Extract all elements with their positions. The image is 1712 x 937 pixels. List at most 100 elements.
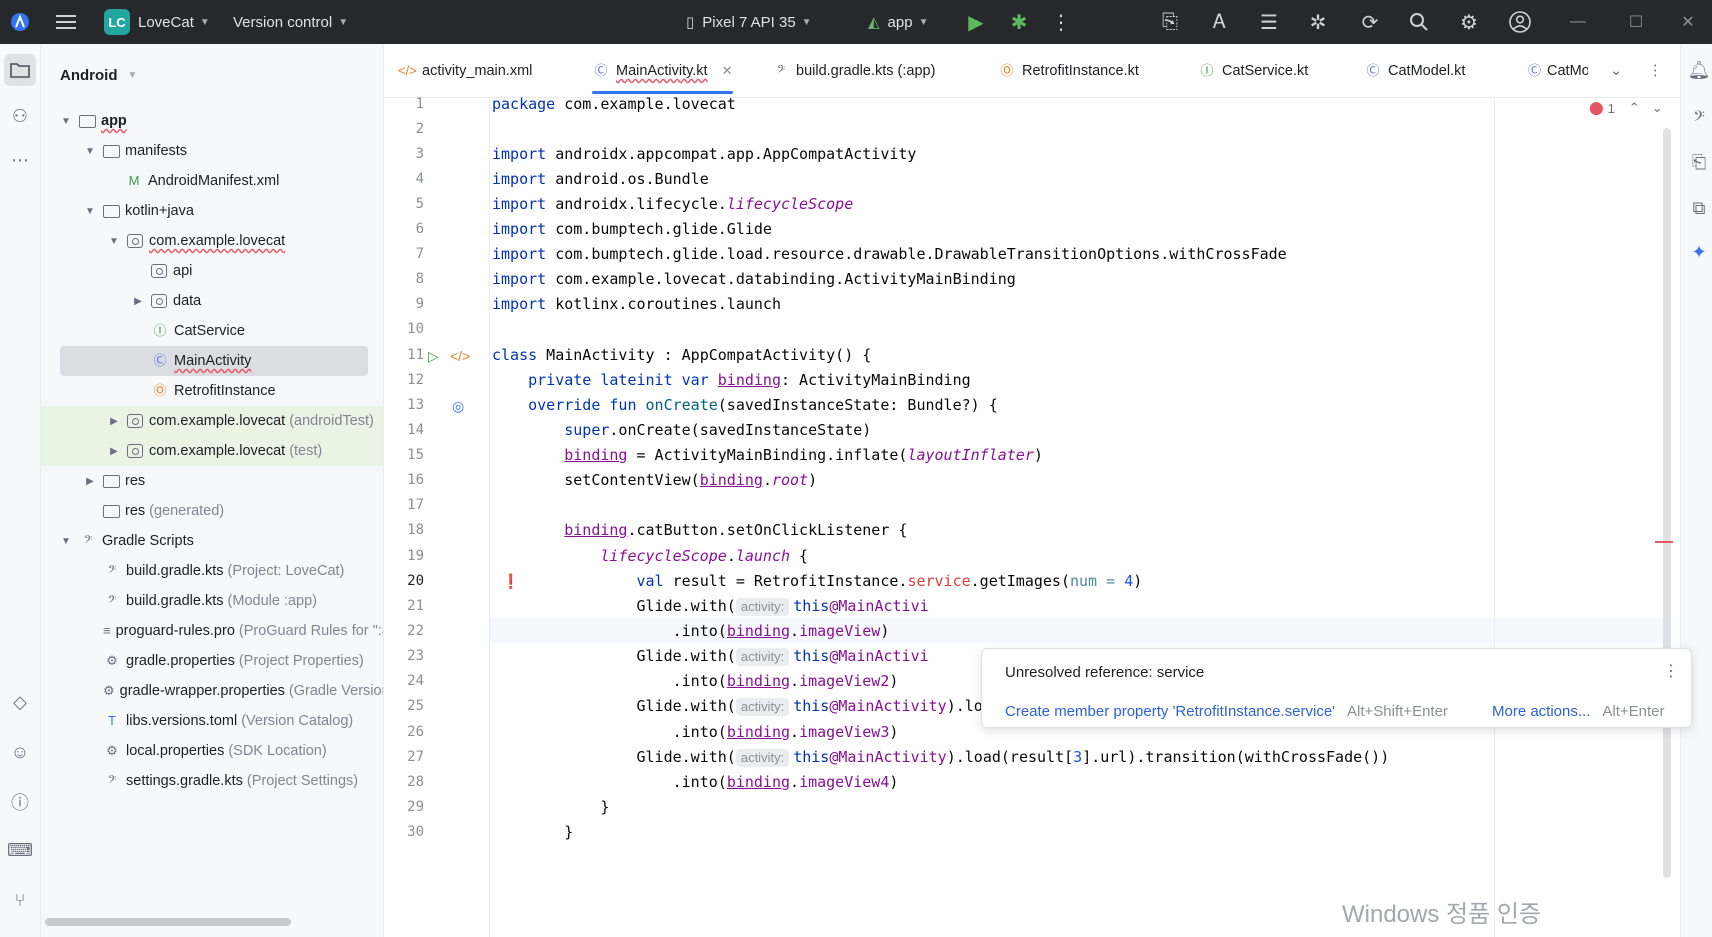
tree-item-res[interactable]: ▶ res — [41, 466, 383, 496]
tree-item-catservice[interactable]: Ⓘ CatService — [41, 316, 383, 346]
chevron-down-icon[interactable]: ▼ — [109, 235, 119, 247]
run-config-selector[interactable]: ◭ app ▼ — [868, 0, 928, 44]
bug-icon[interactable]: ✲ — [1309, 11, 1327, 34]
tree-item-build-gradle-module[interactable]: 𝄢 build.gradle.kts (Module :app) — [41, 586, 383, 616]
xml-layout-gutter-icon[interactable]: </> — [450, 348, 471, 364]
action-shortcut: Alt+Shift+Enter — [1347, 703, 1448, 720]
gradle-icon[interactable]: 𝄢 — [1693, 107, 1705, 128]
gemini-gem-icon[interactable]: ◇ — [13, 691, 27, 712]
chevron-down-icon[interactable]: ▼ — [61, 115, 71, 127]
chevron-down-icon[interactable]: ▼ — [85, 205, 95, 217]
left-tool-strip: ⚇ ⋯ ◇ ☺ ⓘ ⌨ ⑂ — [0, 44, 41, 937]
chevron-right-icon[interactable]: ▶ — [134, 295, 142, 307]
unresolved-reference[interactable]: service — [907, 572, 971, 590]
tree-item-androidmanifest[interactable]: M AndroidManifest.xml — [41, 166, 383, 196]
tree-item-res-generated[interactable]: res (generated) — [41, 496, 383, 526]
tab-mainactivity-kt[interactable]: Ⓒ MainActivity.kt ✕ — [592, 44, 733, 98]
vcs-menu[interactable]: Version control ▼ — [233, 0, 348, 44]
chevron-down-icon[interactable]: ⌄ — [1651, 100, 1663, 115]
account-icon[interactable] — [1506, 8, 1534, 36]
error-bulb-icon[interactable]: ❗ — [502, 573, 520, 589]
chevron-right-icon[interactable]: ▶ — [86, 475, 94, 487]
debug-icon[interactable]: ✱ — [1010, 11, 1028, 34]
more-tools-icon[interactable]: ⋯ — [11, 149, 29, 170]
tree-item-proguard-rules[interactable]: ≡ proguard-rules.pro (ProGuard Rules for… — [41, 616, 383, 646]
settings-gear-icon[interactable]: ⚙ — [1460, 11, 1478, 34]
tree-item-package-androidtest[interactable]: ▶ com.example.lovecat (androidTest) — [41, 406, 383, 436]
create-member-property-action[interactable]: Create member property 'RetrofitInstance… — [1005, 703, 1448, 720]
code-editor[interactable]: 1 2 3 4 5 6 7 8 9 10 11 12 13 14 15 16 1… — [384, 95, 1680, 937]
translate-icon[interactable]: Ꭺ — [1213, 10, 1227, 33]
chevron-down-icon[interactable]: ▼ — [61, 535, 71, 547]
tree-item-api[interactable]: api — [41, 256, 383, 286]
popup-more-icon[interactable]: ⋮ — [1663, 663, 1679, 680]
tab-build-gradle-app[interactable]: 𝄢 build.gradle.kts (:app) — [772, 44, 936, 98]
tree-item-gradle-scripts[interactable]: ▼ 𝄢 Gradle Scripts — [41, 526, 383, 556]
error-indicator[interactable]: ⬤ 1 ⌃ ⌄ — [1589, 98, 1663, 118]
minimize-icon[interactable]: — — [1570, 13, 1586, 30]
tree-item-gradle-wrapper-properties[interactable]: ⚙ gradle-wrapper.properties (Gradle Vers… — [41, 676, 383, 706]
main-menu-icon[interactable] — [52, 8, 80, 36]
project-folder-icon[interactable] — [4, 54, 36, 86]
gradle-sync-icon[interactable]: ⟳ — [1361, 11, 1379, 34]
tree-item-data[interactable]: ▶ data — [41, 286, 383, 316]
problems-icon[interactable]: ⓘ — [11, 793, 29, 813]
code-token: .into( — [492, 773, 727, 791]
tree-item-package-main[interactable]: ▼ com.example.lovecat — [41, 226, 383, 256]
logcat-icon[interactable]: ☺ — [10, 741, 30, 762]
gradle-file-icon: 𝄢 — [107, 563, 117, 578]
chevron-right-icon[interactable]: ▶ — [110, 445, 118, 457]
maximize-icon[interactable]: ☐ — [1628, 14, 1644, 31]
tree-item-manifests[interactable]: ▼ manifests — [41, 136, 383, 166]
horizontal-scrollbar[interactable] — [45, 918, 291, 926]
run-gutter-icon[interactable]: ▷ — [428, 348, 439, 364]
tree-item-build-gradle-project[interactable]: 𝄢 build.gradle.kts (Project: LoveCat) — [41, 556, 383, 586]
tree-item-kotlin-java[interactable]: ▼ kotlin+java — [41, 196, 383, 226]
more-actions-link[interactable]: More actions...Alt+Enter — [1492, 703, 1665, 720]
close-icon[interactable]: ✕ — [721, 63, 733, 78]
kotlin-object-icon: Ⓞ — [153, 383, 167, 398]
more-actions-icon[interactable]: ⋮ — [1051, 11, 1071, 34]
tree-item-mainactivity[interactable]: Ⓒ MainActivity — [60, 346, 368, 376]
search-icon[interactable] — [1405, 8, 1433, 36]
tree-item-app[interactable]: ▼ app — [41, 106, 383, 136]
run-icon[interactable]: ▶ — [968, 11, 984, 34]
code-token — [492, 521, 564, 539]
device-file-icon[interactable]: ⎗ — [1691, 151, 1707, 172]
terminal-icon[interactable]: ⌨ — [7, 839, 33, 860]
code-token: ) — [880, 622, 890, 640]
project-panel: Android ▼ ▼ app ▼ manifests M AndroidMan… — [41, 44, 384, 937]
tab-retrofitinstance-kt[interactable]: Ⓞ RetrofitInstance.kt — [998, 44, 1138, 98]
tree-item-settings-gradle[interactable]: 𝄢 settings.gradle.kts (Project Settings) — [41, 766, 383, 796]
notifications-bell-icon[interactable]: 🔔︎ — [1687, 59, 1711, 80]
running-devices-icon[interactable]: ⧉ — [1692, 197, 1706, 218]
chevron-down-icon[interactable]: ▼ — [85, 145, 95, 157]
build-list-icon[interactable]: ☰ — [1260, 11, 1278, 34]
tab-catmo[interactable]: Ⓒ CatMo — [1528, 44, 1588, 98]
tab-activity-main-xml[interactable]: </> activity_main.xml — [398, 44, 532, 98]
tabs-more-icon[interactable]: ⋮ — [1648, 63, 1663, 79]
code-line: import android.os.Bundle — [492, 167, 709, 192]
device-selector[interactable]: ▯ Pixel 7 API 35 ▼ — [686, 0, 812, 44]
gemini-sparkle-icon[interactable]: ✦ — [1691, 241, 1707, 262]
android-studio-logo-icon[interactable] — [6, 8, 34, 36]
tab-catmodel-kt[interactable]: Ⓒ CatModel.kt — [1364, 44, 1465, 98]
tree-item-libs-versions[interactable]: T libs.versions.toml (Version Catalog) — [41, 706, 383, 736]
tab-catservice-kt[interactable]: Ⓘ CatService.kt — [1198, 44, 1308, 98]
tree-item-retrofitinstance[interactable]: Ⓞ RetrofitInstance — [41, 376, 383, 406]
project-view-selector[interactable]: Android ▼ — [41, 44, 383, 106]
device-manager-icon[interactable]: ⎘ — [1162, 10, 1178, 33]
tree-item-gradle-properties[interactable]: ⚙ gradle.properties (Project Properties) — [41, 646, 383, 676]
git-branch-icon[interactable]: ⑂ — [14, 889, 26, 910]
error-stripe-mark[interactable] — [1655, 541, 1673, 543]
resource-manager-icon[interactable]: ⚇ — [11, 105, 29, 126]
override-gutter-icon[interactable]: ◎ — [452, 398, 465, 414]
project-selector[interactable]: LC LoveCat ▼ — [104, 0, 210, 44]
close-window-icon[interactable]: ✕ — [1681, 14, 1695, 31]
tree-item-local-properties[interactable]: ⚙ local.properties (SDK Location) — [41, 736, 383, 766]
tabs-overflow-chevron-icon[interactable]: ⌄ — [1610, 63, 1623, 79]
vertical-scrollbar[interactable] — [1663, 128, 1671, 878]
chevron-up-icon[interactable]: ⌃ — [1628, 100, 1640, 115]
chevron-right-icon[interactable]: ▶ — [110, 415, 118, 427]
tree-item-package-test[interactable]: ▶ com.example.lovecat (test) — [41, 436, 383, 466]
